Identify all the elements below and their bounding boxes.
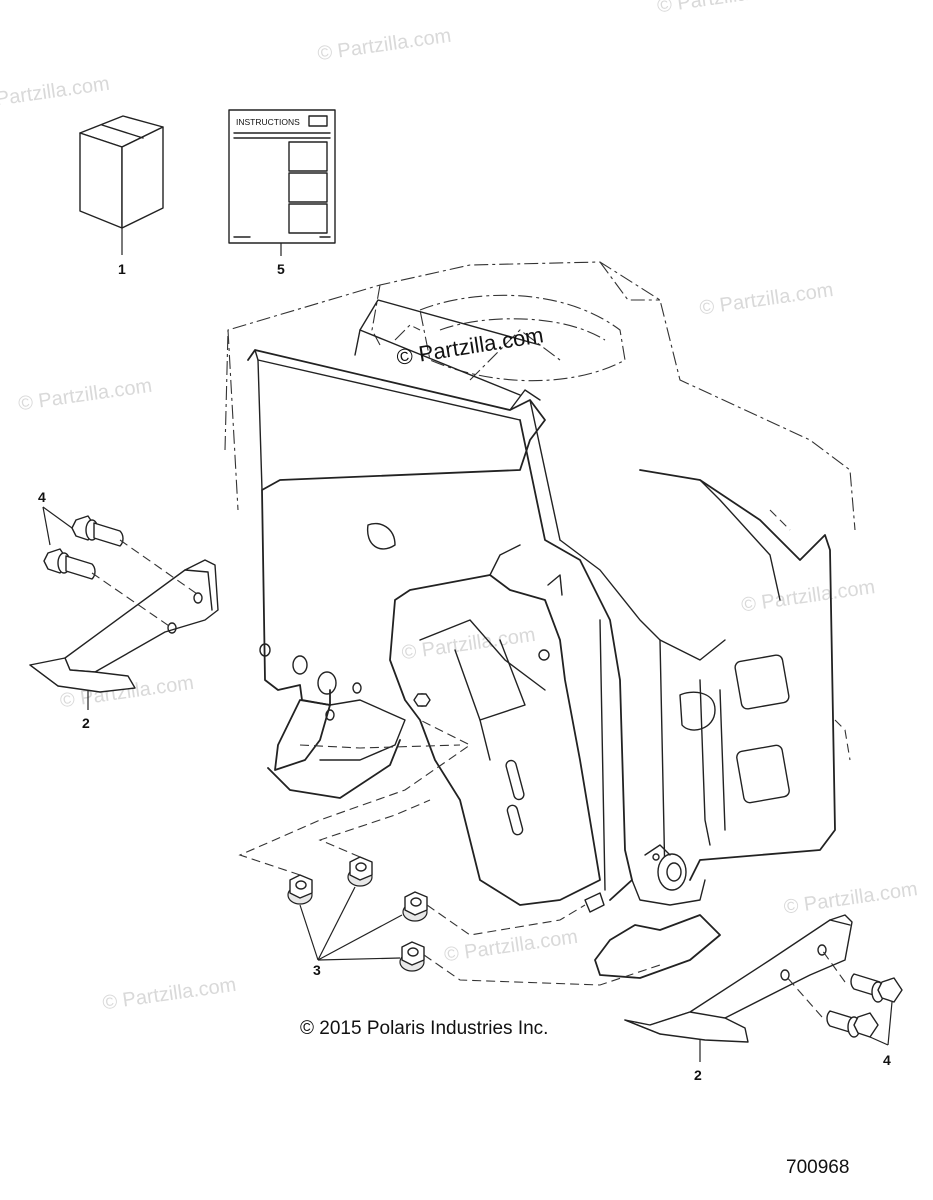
watermark: © Partzilla.com <box>443 926 580 967</box>
callout-bolts-right: 4 <box>883 1052 891 1068</box>
instructions-sheet-icon: INSTRUCTIONS <box>228 109 336 256</box>
right-bracket-part <box>624 914 853 1062</box>
flange-nuts-part <box>238 719 661 986</box>
watermark: © Partzilla.com <box>400 624 537 665</box>
copyright-notice: © 2015 Polaris Industries Inc. <box>300 1018 548 1039</box>
front-frame-assembly <box>247 299 851 979</box>
watermark: © Partzilla.com <box>698 279 835 320</box>
callout-bolts-left: 4 <box>38 489 46 505</box>
watermark: © Partzilla.com <box>316 25 453 66</box>
kit-box-icon <box>79 115 164 255</box>
flange-nut-icon <box>287 874 313 905</box>
flange-nut-icon <box>402 891 428 922</box>
watermark: © Partzilla.com <box>656 0 793 17</box>
callout-bracket-left: 2 <box>82 715 90 731</box>
watermark: © Partzilla.com <box>101 974 238 1015</box>
diagram-part-number: 700968 <box>786 1157 849 1178</box>
left-bolts-part <box>42 506 201 629</box>
flange-bolt-icon <box>850 973 903 1003</box>
flange-bolt-icon <box>43 548 96 580</box>
right-bolts-part <box>784 949 903 1046</box>
callout-instructions: 5 <box>277 261 285 277</box>
center-watermark: © Partzilla.com <box>395 322 545 370</box>
watermark: © Partzilla.com <box>0 73 111 114</box>
vehicle-frame-outline <box>224 261 856 531</box>
watermark: © Partzilla.com <box>782 878 919 919</box>
flange-bolt-icon <box>71 515 124 547</box>
flange-bolt-icon <box>826 1010 879 1038</box>
flange-nut-icon <box>347 856 373 887</box>
callout-kit-box: 1 <box>118 261 126 277</box>
watermark: © Partzilla.com <box>17 375 154 416</box>
watermark: © Partzilla.com <box>740 576 877 617</box>
instructions-label: INSTRUCTIONS <box>236 117 300 127</box>
callout-bracket-right: 2 <box>694 1067 702 1083</box>
callout-nuts: 3 <box>313 962 321 978</box>
left-bracket-part <box>29 559 219 710</box>
flange-nut-icon <box>399 941 425 972</box>
